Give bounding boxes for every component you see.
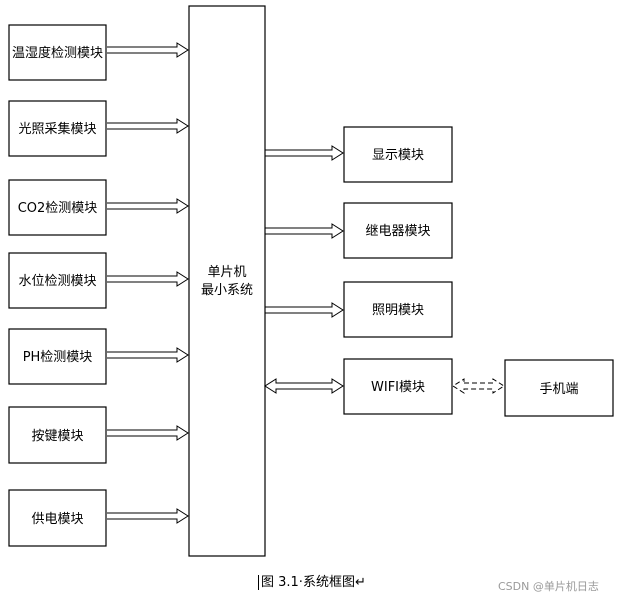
- arrow-right: [107, 42, 189, 58]
- arrow-right: [107, 347, 189, 363]
- watermark: CSDN @单片机日志: [498, 580, 599, 593]
- arrow-bidirectional: [264, 378, 344, 394]
- input-module-ph: PH检测模块: [8, 328, 107, 385]
- arrow-right: [107, 271, 189, 287]
- output-module-lighting: 照明模块: [343, 281, 453, 338]
- wireless-link-arrow: [452, 378, 505, 394]
- output-module-label: 照明模块: [372, 303, 424, 318]
- mcu-label-line2: 最小系统: [201, 283, 253, 298]
- figure-caption: 图 3.1·系统框图↵: [258, 571, 366, 590]
- output-module-relay: 继电器模块: [343, 202, 453, 259]
- arrow-right: [107, 118, 189, 134]
- input-module-label: 温湿度检测模块: [12, 45, 103, 61]
- arrow-right: [265, 302, 344, 318]
- input-module-co2: CO2检测模块: [8, 179, 107, 236]
- input-module-water-level: 水位检测模块: [8, 252, 107, 309]
- output-module-label: WIFI模块: [371, 380, 425, 395]
- arrow-right: [107, 198, 189, 214]
- input-module-label: 水位检测模块: [18, 274, 96, 289]
- mcu-label-line1: 单片机: [207, 265, 246, 280]
- input-module-label: PH检测模块: [23, 350, 93, 365]
- figure-caption-text: 图 3.1·系统框图↵: [261, 575, 366, 590]
- input-module-temp-humidity: 温湿度检测模块: [8, 24, 107, 81]
- input-module-keys: 按键模块: [8, 406, 107, 464]
- output-module-display: 显示模块: [343, 126, 453, 183]
- input-arrows: [107, 42, 189, 524]
- input-module-label: 光照采集模块: [18, 121, 96, 137]
- phone-client: 手机端: [504, 359, 614, 417]
- arrow-right: [265, 223, 344, 239]
- mcu-minimum-system: 单片机 最小系统: [188, 5, 266, 557]
- input-module-label: 供电模块: [31, 512, 83, 527]
- input-module-label: CO2检测模块: [18, 201, 98, 216]
- input-module-light: 光照采集模块: [8, 100, 107, 157]
- input-module-label: 按键模块: [31, 429, 83, 444]
- arrow-right: [107, 508, 189, 524]
- phone-label: 手机端: [539, 382, 578, 397]
- output-arrows: [264, 145, 344, 394]
- output-module-label: 继电器模块: [365, 224, 430, 239]
- text-cursor: [258, 575, 259, 590]
- arrow-right: [265, 145, 344, 161]
- output-module-wifi: WIFI模块: [343, 358, 453, 415]
- arrow-right: [107, 425, 189, 441]
- input-module-power: 供电模块: [8, 489, 107, 547]
- output-module-label: 显示模块: [372, 148, 424, 163]
